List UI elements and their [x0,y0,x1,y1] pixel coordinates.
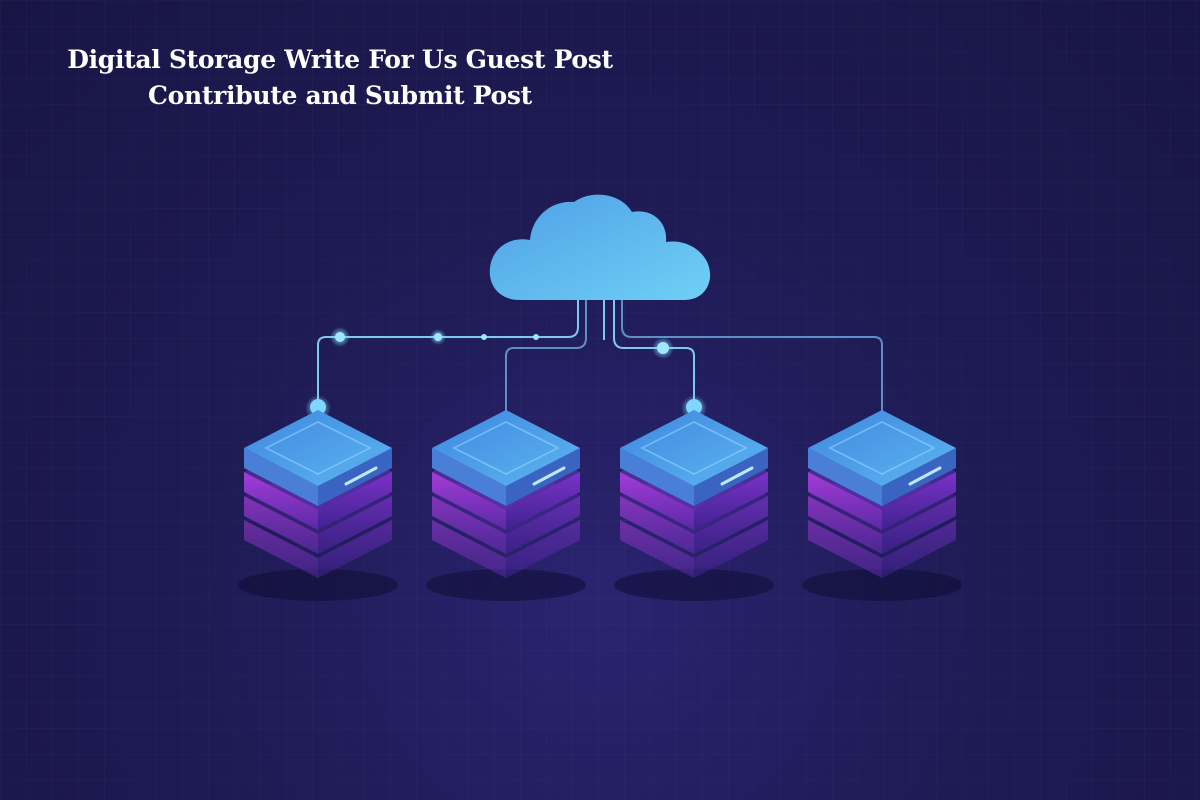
connector-nodes [305,327,707,421]
server-stack-icon [800,408,964,603]
title-line-1: Digital Storage Write For Us Guest Post [67,45,613,74]
server-stack-icon [424,408,588,603]
page-title: Digital Storage Write For Us Guest Post … [60,42,620,114]
title-line-2: Contribute and Submit Post [148,81,532,110]
server-stack-icon [236,408,400,603]
cloud-icon [489,194,711,300]
server-stack-icon [612,408,776,603]
connector-lines [317,300,883,412]
